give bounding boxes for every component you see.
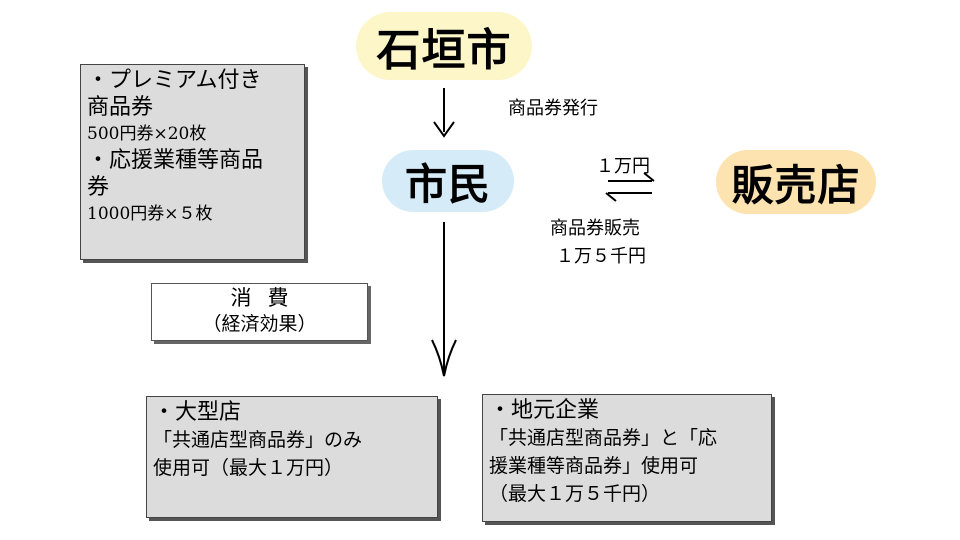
local-business-line-3: （最大１万５千円） [489,483,661,505]
premium-voucher-box: ・プレミアム付き 商品券 500円券×20枚 ・応援業種等商品 券 1000円券… [80,64,305,260]
sale-amount-label: １万５千円 [556,246,646,267]
premium-line-5: 券 [87,175,110,200]
premium-line-4: ・応援業種等商品 [87,148,264,173]
issue-label: 商品券発行 [508,98,598,119]
premium-line-6: 1000円券×５枚 [87,204,213,224]
exchange-arrows [605,172,655,202]
consumption-subtitle: （経済効果） [202,313,317,335]
price-label: １万円 [596,156,650,177]
sale-label: 商品券販売 [550,218,640,239]
local-business-line-2: 援業種等商品券」使用可 [489,455,699,477]
arrow-citizen-to-stores [431,222,457,377]
large-store-title: ・大型店 [153,400,242,425]
citizen-node: 市民 [382,150,514,212]
store-node: 販売店 [716,150,876,214]
large-store-line-2: 使用可（最大１万円） [153,457,344,479]
city-node: 石垣市 [356,12,532,80]
premium-line-1: ・プレミアム付き [87,68,262,93]
large-store-box: ・大型店 「共通店型商品券」のみ 使用可（最大１万円） [146,396,438,518]
local-business-line-1: 「共通店型商品券」と「応 [489,427,718,449]
consumption-title: 消費 [230,286,305,310]
local-business-title: ・地元企業 [489,398,600,423]
large-store-line-1: 「共通店型商品券」のみ [153,429,363,451]
premium-line-3: 500円券×20枚 [87,124,207,144]
arrow-city-to-citizen [433,88,455,138]
local-business-box: ・地元企業 「共通店型商品券」と「応 援業種等商品券」使用可 （最大１万５千円） [482,394,772,522]
premium-line-2: 商品券 [87,95,154,120]
consumption-box: 消費 （経済効果） [151,283,368,341]
